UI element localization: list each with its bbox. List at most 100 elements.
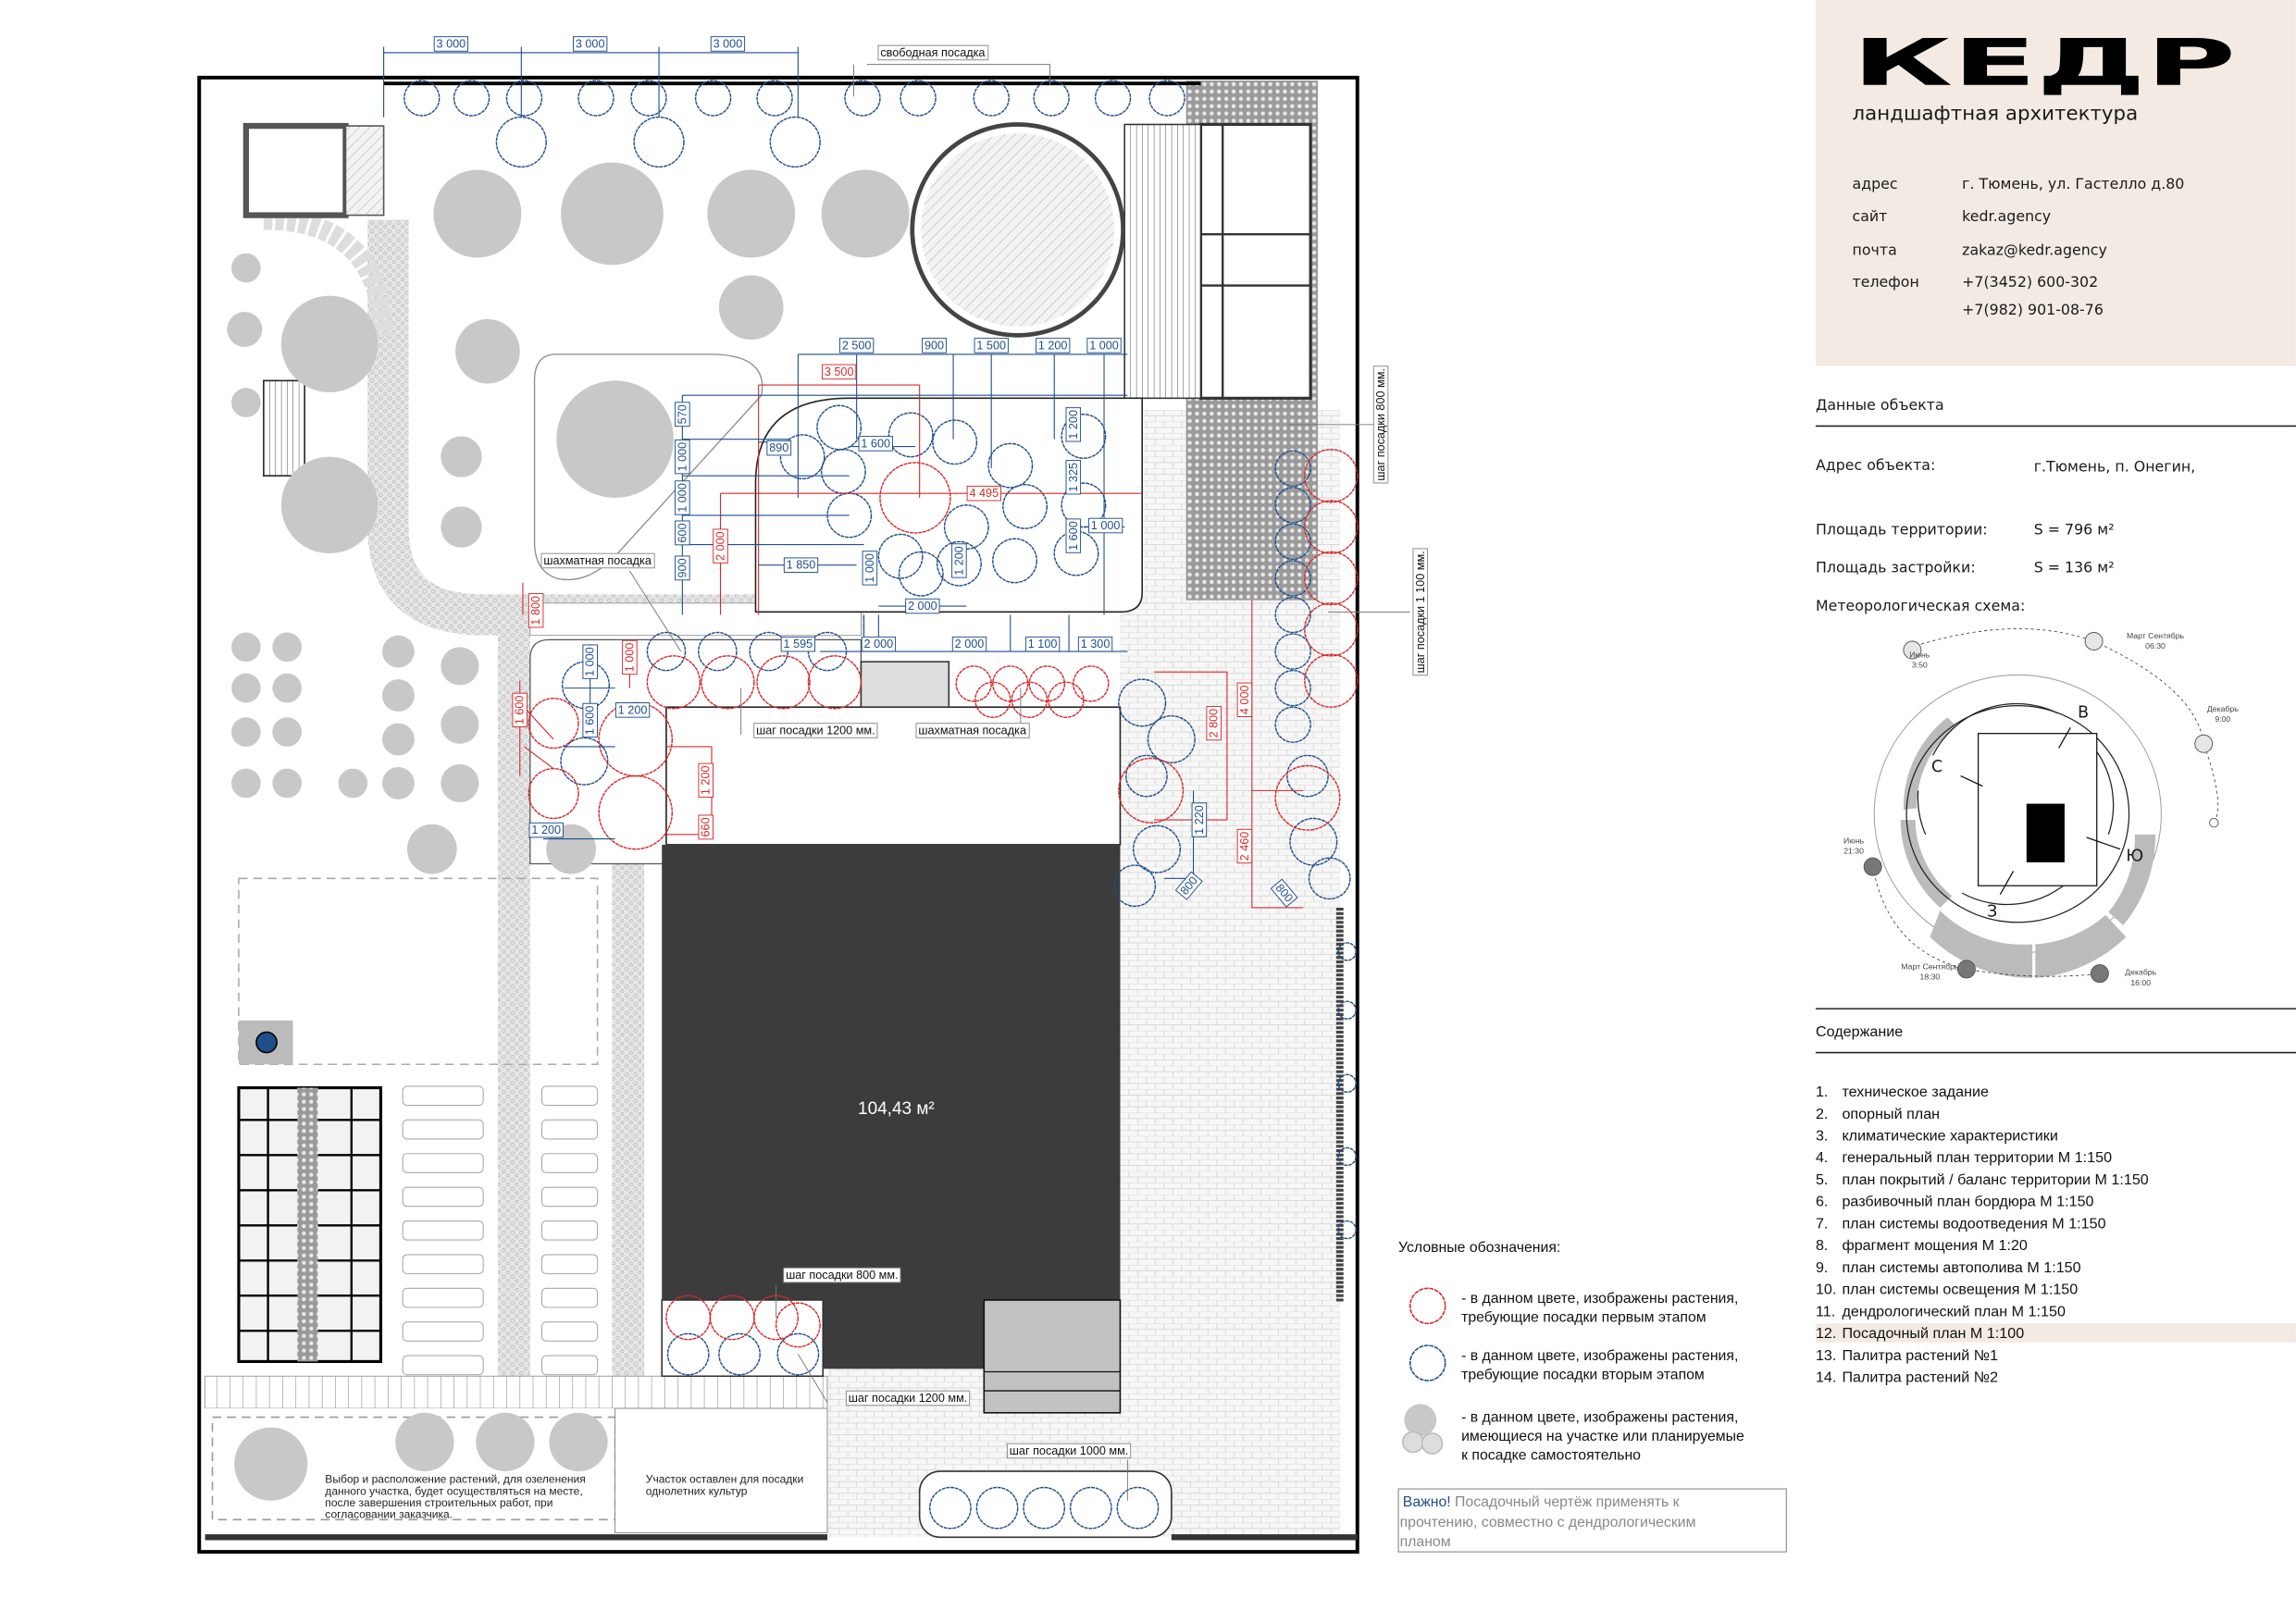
- contents-item-number: 6.: [1816, 1194, 1828, 1210]
- paver-stone: [540, 1186, 599, 1208]
- existing-tree: [280, 295, 379, 393]
- callout-box: [753, 723, 878, 738]
- phase2-plant: [1337, 1073, 1357, 1094]
- legend-text: требующие посадки вторым этапом: [1461, 1367, 1705, 1382]
- phase1-plant: [1048, 681, 1085, 718]
- gravel-path: [367, 219, 864, 636]
- dimension-box: [528, 822, 564, 838]
- contents-item[interactable]: 6.разбивочный план бордюра М 1:150: [1816, 1194, 2094, 1210]
- phase1-plant: [598, 774, 674, 850]
- contact-phone: +7(3452) 600-302: [1962, 273, 2098, 291]
- existing-tree: [441, 506, 482, 548]
- legend-text: требующие посадки первым этапом: [1461, 1310, 1706, 1326]
- phase2-plant: [1125, 754, 1168, 798]
- dimension-label: 1 000: [584, 647, 597, 676]
- dimension-label: 3 000: [576, 37, 605, 50]
- contents-item[interactable]: 9.план системы автополива М 1:150: [1816, 1259, 2081, 1276]
- phase2-plant: [776, 1332, 820, 1376]
- contents-item-number: 5.: [1816, 1171, 1828, 1188]
- contents-item[interactable]: 10.план системы освещения М 1:150: [1816, 1282, 2078, 1298]
- phase2-shrub: [630, 80, 667, 117]
- phase2-plant: [992, 538, 1037, 584]
- legend-text: к посадке самостоятельно: [1461, 1447, 1641, 1463]
- paver-stone: [402, 1254, 484, 1275]
- contents-item-number: 10.: [1816, 1282, 1836, 1298]
- stepping-stones: [402, 1085, 599, 1376]
- contents-item[interactable]: 2.опорный план: [1816, 1106, 1940, 1122]
- dimension-label: 2 000: [864, 638, 894, 650]
- contents-item[interactable]: 12.Посадочный план М 1:100: [1815, 1323, 2296, 1343]
- callout-label: шаг посадки 800 мм.: [786, 1269, 899, 1282]
- contact-label: телефон: [1853, 273, 1919, 291]
- dimension-box: [527, 593, 544, 628]
- existing-tree: [338, 768, 368, 799]
- callout-box: [845, 1390, 971, 1406]
- contact-email[interactable]: zakaz@kedr.agency: [1962, 241, 2107, 258]
- contents-item[interactable]: 11.дендрологический план М 1:150: [1816, 1303, 2066, 1319]
- phase1-plant-icon: [1409, 1287, 1446, 1325]
- contents-item[interactable]: 7.план системы водоотведения М 1:150: [1816, 1215, 2106, 1232]
- dimension-label: 1 600: [861, 437, 890, 450]
- planting-bed: [754, 397, 1143, 613]
- callout-box: [1412, 548, 1429, 676]
- contents-item[interactable]: 13.Палитра растений №1: [1816, 1347, 1998, 1364]
- callout-label: шаг посадки 1200 мм.: [849, 1392, 968, 1405]
- phase2-plant: [936, 540, 982, 587]
- contents-item[interactable]: 5.план покрытий / баланс территории М 1:…: [1816, 1171, 2149, 1188]
- existing-tree: [476, 1412, 535, 1472]
- contents-item[interactable]: 3.климатические характеристики: [1816, 1128, 2058, 1145]
- contents-item-label: Посадочный план М 1:100: [1842, 1325, 2024, 1342]
- annuals-note: Участок оставлен для посадки: [646, 1473, 803, 1486]
- bench: [263, 379, 305, 477]
- contents-item[interactable]: 1.техническое задание: [1816, 1084, 1989, 1100]
- planting-bed: [918, 1470, 1173, 1539]
- contents-item[interactable]: 8.фрагмент мощения М 1:20: [1816, 1237, 2028, 1254]
- existing-tree: [441, 763, 479, 803]
- paver-stone: [402, 1287, 484, 1308]
- dimension-label: 3 500: [825, 365, 854, 378]
- dimension-label: 1 500: [976, 339, 1006, 352]
- phase2-plant: [769, 116, 821, 168]
- phase2-plant: [1118, 678, 1167, 727]
- contents-item[interactable]: 4.генеральный план территории М 1:150: [1816, 1149, 2112, 1166]
- contents-item[interactable]: 14.Палитра растений №2: [1816, 1369, 1998, 1386]
- dimension-label: 2 800: [1208, 709, 1221, 738]
- legend-text: имеющиеся на участке или планируемые: [1461, 1429, 1744, 1444]
- phase2-shrub: [756, 80, 793, 117]
- dimension-box: [862, 551, 878, 586]
- dimension-box: [1035, 338, 1071, 353]
- dimension-label: 900: [925, 339, 944, 352]
- dimension-box: [1077, 636, 1113, 652]
- site-plan: 104,43 м²: [197, 36, 1429, 1555]
- contents-item-number: 13.: [1816, 1347, 1836, 1364]
- phase2-shrub: [1148, 80, 1185, 117]
- dimension-box: [766, 440, 792, 456]
- callout-box: [877, 44, 989, 61]
- existing-tree: [441, 436, 482, 477]
- dimension-label: 1 300: [1081, 638, 1111, 650]
- dimension-box: [966, 485, 1001, 502]
- direction-north: С: [1931, 758, 1942, 776]
- phase1-plant: [1304, 449, 1359, 503]
- phase2-shrub: [1094, 80, 1132, 117]
- dimension-label: 1 850: [787, 559, 816, 572]
- dimension-label: 1 600: [514, 696, 527, 725]
- dimension-label: 2 500: [842, 339, 872, 352]
- callout-label: шаг посадки 800 мм.: [1374, 368, 1387, 480]
- phase2-shrub: [973, 80, 1010, 117]
- dimension-label: 1 600: [584, 706, 597, 736]
- existing-plant-icon: [1404, 1404, 1437, 1437]
- kedr-logo: КЕДР: [1853, 26, 2237, 101]
- contact-address: г. Тюмень, ул. Гастелло д.80: [1962, 175, 2184, 192]
- legend-text: - в данном цвете, изображены растения,: [1461, 1291, 1738, 1307]
- paver-stone: [402, 1153, 484, 1173]
- contact-website[interactable]: kedr.agency: [1962, 207, 2051, 225]
- sun-icon: [2194, 734, 2214, 753]
- dimension-box: [951, 636, 987, 652]
- phase1-plant: [955, 665, 992, 702]
- phase1-plant: [1304, 602, 1359, 657]
